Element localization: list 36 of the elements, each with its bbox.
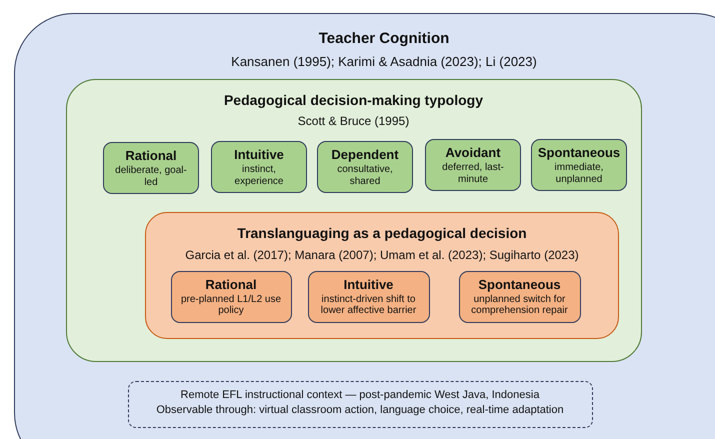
translanguaging-panel (145, 212, 619, 339)
description: instinct, experience (234, 164, 284, 188)
heading: Rational (204, 276, 258, 293)
decision-type-box (317, 141, 413, 193)
decision-type-box (531, 139, 627, 191)
heading: Spontaneous (477, 276, 562, 293)
translanguaging-type-box (458, 270, 580, 322)
context-panel (14, 13, 715, 439)
heading: Intuitive (342, 276, 394, 293)
description: deliberate, goal-led (114, 165, 188, 188)
description: unplanned switch for comprehension repair (470, 294, 569, 317)
heading: Dependent (330, 147, 400, 164)
references: Kansanen (1995); Karimi & Asadnia (2023); Li (2023) (230, 52, 538, 71)
references: Scott & Bruce (1995) (296, 113, 410, 130)
typology-panel (66, 78, 642, 362)
translanguaging-type-box (170, 270, 292, 322)
heading: Rational (124, 148, 178, 164)
description: deferred, last-minute (441, 162, 505, 186)
heading: Spontaneous (536, 145, 622, 162)
decision-type-box (103, 142, 199, 194)
decision-type-box (425, 139, 521, 191)
heading: Avoidant (444, 145, 502, 162)
context-note: Remote EFL instructional context — post-pandemic West Java, Indonesia (180, 388, 540, 402)
description: consultative, shared (336, 164, 394, 188)
context-note-box (128, 380, 592, 428)
context-note: Observable through: virtual classroom action, language choice, real-time adaptation (155, 403, 565, 418)
decision-type-box (211, 141, 307, 193)
description: pre-planned L1/L2 use policy (180, 294, 282, 317)
description: instinct-driven shift to lower affective barrier (320, 294, 418, 317)
description: immediate, unplanned (554, 162, 604, 186)
translanguaging-type-box (308, 270, 430, 322)
heading: Pedagogical decision-making typology (222, 92, 484, 109)
heading: Teacher Cognition (318, 30, 450, 49)
heading: Translanguaging as a pedagogical decision (236, 225, 528, 242)
heading: Intuitive (233, 147, 285, 164)
references: Garcia et al. (2017); Manara (2007); Umam et al. (2023); Sugiharto (2023) (184, 246, 580, 264)
